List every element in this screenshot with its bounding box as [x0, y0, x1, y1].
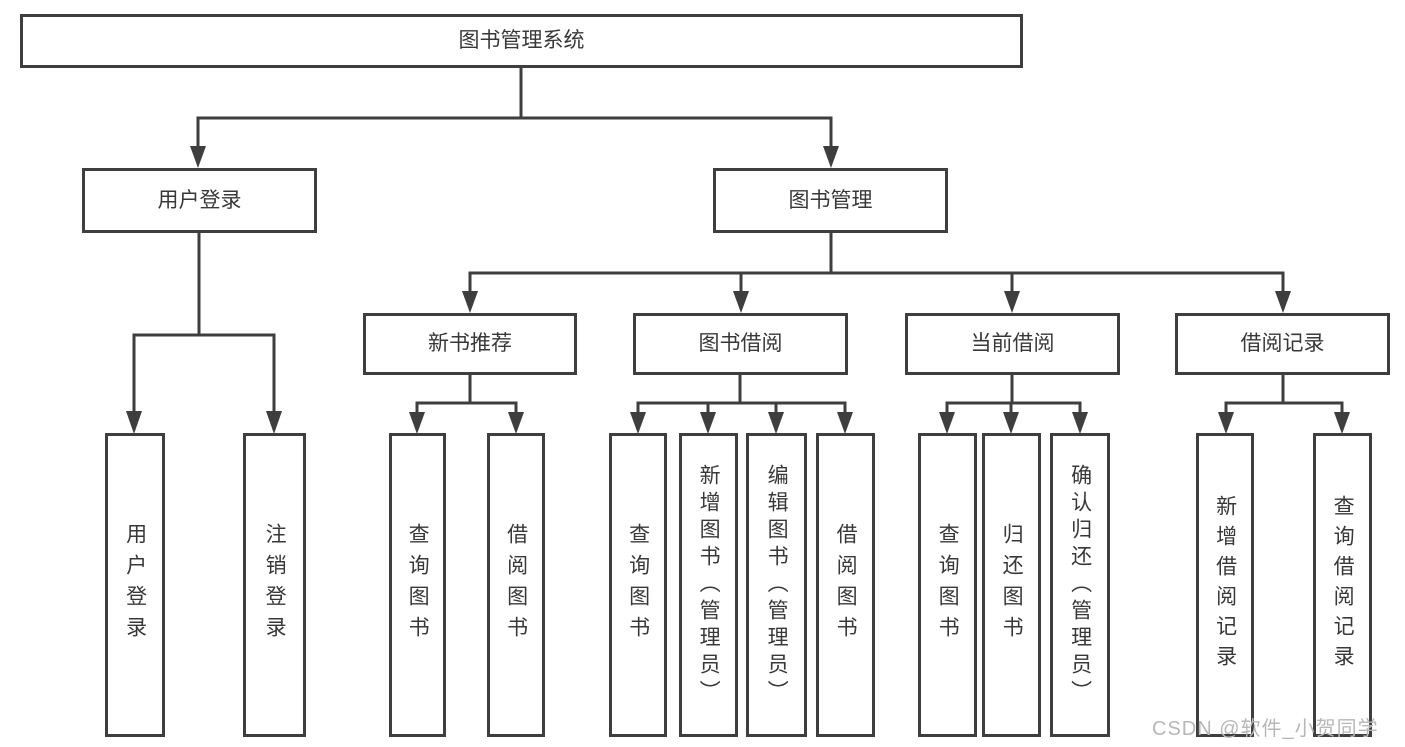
leaf-query-books-current: 查询图书 — [918, 433, 977, 737]
node-user-login: 用户登录 — [82, 168, 317, 233]
leaf-user-login: 用户登录 — [105, 433, 165, 737]
leaf-query-borrow-record: 查询借阅记录 — [1313, 433, 1372, 737]
node-current-borrowing: 当前借阅 — [905, 313, 1120, 375]
leaf-borrow-books: 借阅图书 — [816, 433, 875, 737]
edge-current-borrow-to-leaves — [939, 375, 1088, 434]
node-book-borrowing: 图书借阅 — [633, 313, 848, 375]
edge-root-to-level1 — [190, 68, 839, 168]
leaf-confirm-return-admin: 确认归还（管理员） — [1050, 433, 1110, 737]
node-new-book-recommendation: 新书推荐 — [363, 313, 577, 375]
edge-borrow-records-to-leaves — [1218, 375, 1350, 434]
node-book-management: 图书管理 — [713, 168, 948, 233]
leaf-borrow-books-recommend: 借阅图书 — [487, 433, 545, 737]
leaf-edit-books-admin: 编辑图书（管理员） — [746, 433, 807, 737]
leaf-query-books-borrow: 查询图书 — [609, 433, 667, 737]
leaf-add-borrow-record: 新增借阅记录 — [1196, 433, 1254, 737]
leaf-return-books: 归还图书 — [982, 433, 1041, 737]
edge-new-book-to-leaves — [409, 375, 524, 434]
edge-book-borrow-to-leaves — [630, 375, 853, 434]
node-borrowing-records: 借阅记录 — [1175, 313, 1390, 375]
leaf-add-books-admin: 新增图书（管理员） — [679, 433, 738, 737]
csdn-watermark: CSDN @软件_小贺同学 — [1152, 718, 1379, 740]
leaf-query-books-recommend: 查询图书 — [389, 433, 446, 737]
edge-book-management-to-level2 — [462, 233, 1291, 313]
edge-user-login-to-leaves — [126, 233, 282, 434]
leaf-logout: 注销登录 — [243, 433, 306, 737]
node-library-management-system: 图书管理系统 — [20, 14, 1023, 68]
